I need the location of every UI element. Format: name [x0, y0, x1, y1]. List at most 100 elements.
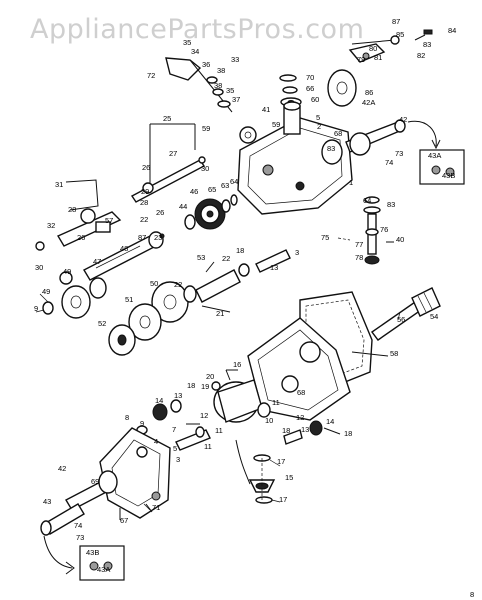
callout-c-53: 53	[197, 253, 205, 262]
callout-c-1: 1	[349, 178, 353, 187]
callout-c-16: 16	[233, 360, 241, 369]
callout-c-43: 43	[43, 497, 51, 506]
callout-c-73b: 73	[76, 533, 84, 542]
right-axle-gears	[257, 402, 341, 445]
pinion-shaft-47	[59, 231, 165, 285]
leader-lines	[35, 293, 401, 511]
callout-c-33: 33	[231, 55, 239, 64]
callout-c-11c: 11	[204, 442, 212, 451]
callout-c-56: 56	[397, 315, 405, 324]
callout-c-34: 34	[191, 47, 199, 56]
shift-lever-assembly	[348, 29, 433, 63]
callout-c-65: 65	[208, 185, 216, 194]
callout-c-43A: 43A	[428, 151, 441, 160]
callout-c-14b: 14	[326, 417, 334, 426]
callout-c-15: 15	[285, 473, 293, 482]
callout-c-18b: 18	[187, 381, 195, 390]
callout-c-23: 23	[154, 233, 162, 242]
callout-c-49b: 49	[42, 287, 50, 296]
callout-c-68a: 68	[334, 129, 342, 138]
callout-c-38a: 38	[217, 66, 225, 75]
callout-c-43Bb: 43B	[86, 548, 99, 557]
callout-c-18a: 18	[236, 246, 244, 255]
callout-c-63: 63	[221, 181, 229, 190]
callout-c-37: 37	[232, 95, 240, 104]
gear-stack-49-52	[42, 277, 197, 356]
callout-c-54: 54	[430, 312, 438, 321]
callout-c-47: 47	[93, 257, 101, 266]
bevel-gears-15-17	[235, 439, 276, 504]
callout-c-68b: 68	[297, 388, 305, 397]
callout-c-87b: 87	[138, 233, 146, 242]
callout-c-74a: 74	[385, 158, 393, 167]
callout-c-69: 69	[91, 477, 99, 486]
callout-c-14: 14	[155, 396, 163, 405]
callout-c-41: 41	[262, 105, 270, 114]
callout-c-82: 82	[417, 51, 425, 60]
callout-c-76: 76	[380, 225, 388, 234]
callout-c-70: 70	[306, 73, 314, 82]
callout-c-83c: 83	[387, 200, 395, 209]
callout-c-4: 4	[154, 437, 158, 446]
callout-c-28b: 28	[68, 205, 76, 214]
callout-c-2: 2	[317, 122, 321, 131]
inset-box-43B-43A-bottom	[79, 545, 125, 581]
callout-c-81: 81	[374, 53, 382, 62]
callout-c-86: 86	[365, 88, 373, 97]
callout-c-83b: 83	[327, 144, 335, 153]
callout-c-13c: 13	[301, 425, 309, 434]
shift-rod-25	[130, 123, 206, 203]
shift-assembly-31-32	[35, 179, 122, 251]
callout-c-20: 20	[206, 372, 214, 381]
callout-c-36: 36	[202, 60, 210, 69]
callout-c-18c: 18	[282, 426, 290, 435]
callout-c-44: 44	[179, 202, 187, 211]
shift-fork-upper	[165, 57, 233, 113]
callout-c-11b: 11	[215, 426, 223, 435]
callout-c-74b: 74	[74, 521, 82, 530]
callout-c-22b: 22	[222, 254, 230, 263]
callout-c-29: 29	[141, 187, 149, 196]
callout-c-3a: 3	[295, 248, 299, 257]
callout-c-50: 50	[150, 279, 158, 288]
axle-shaft-right	[345, 119, 441, 156]
callout-c-51: 51	[125, 295, 133, 304]
callout-c-79: 79	[357, 55, 365, 64]
callout-c-59a: 59	[202, 124, 210, 133]
callout-c-7: 7	[172, 425, 176, 434]
watermark: AppliancePartsPros.com	[30, 14, 365, 45]
callout-c-13a: 13	[270, 263, 278, 272]
callout-c-17b: 17	[279, 495, 287, 504]
callout-c-75: 75	[321, 233, 329, 242]
corner-mark: 8	[470, 590, 474, 599]
callout-c-40: 40	[396, 235, 404, 244]
callout-c-3b: 3	[176, 455, 180, 464]
callout-c-67: 67	[120, 516, 128, 525]
callout-c-30b: 30	[35, 263, 43, 272]
inset-box-43A-43B-top	[419, 149, 465, 185]
callout-c-87: 87	[392, 17, 400, 26]
callout-c-18d: 18	[344, 429, 352, 438]
axle-housing-lower-left	[40, 427, 171, 575]
callout-c-66: 66	[306, 84, 314, 93]
callout-c-21: 21	[216, 309, 224, 318]
gasket-cover-58	[247, 291, 389, 421]
callout-c-17a: 17	[277, 457, 285, 466]
left-axle-gears	[136, 399, 211, 451]
callout-c-42: 42	[399, 115, 407, 124]
callout-c-26b: 26	[156, 208, 164, 217]
callout-c-9b: 9	[140, 419, 144, 428]
callout-c-26a: 26	[142, 163, 150, 172]
callout-c-38b: 38	[214, 81, 222, 90]
callout-c-72: 72	[147, 71, 155, 80]
callout-c-52: 52	[98, 319, 106, 328]
callout-c-43B: 43B	[442, 171, 455, 180]
spacer-group-21	[195, 249, 291, 313]
bearing-plate-86	[327, 69, 357, 107]
callout-c-42b: 42	[58, 464, 66, 473]
callout-c-8: 8	[125, 413, 129, 422]
callout-c-49: 49	[63, 267, 71, 276]
callout-c-48: 48	[120, 244, 128, 253]
bushing-stack-70-66-60	[279, 74, 302, 107]
